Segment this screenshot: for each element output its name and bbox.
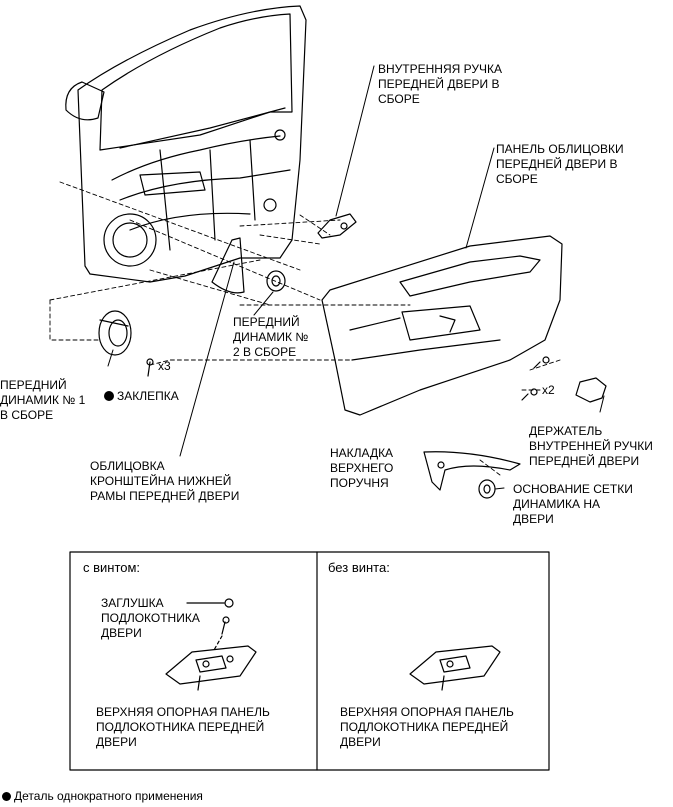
label-speaker-1: ПЕРЕДНИЙ ДИНАМИК № 1 В СБОРЕ [0,378,86,422]
lower-frame-cover-part [211,237,245,294]
label-handle-bezel: ДЕРЖАТЕЛЬ ВНУТРЕННЕЙ РУЧКИ ПЕРЕДНЕЙ ДВЕР… [529,424,653,468]
door-trim-panel [321,235,563,416]
label-x2: x2 [542,383,555,397]
door-frame [65,5,307,283]
label-right-armrest-panel: ВЕРХНЯЯ ОПОРНАЯ ПАНЕЛЬ ПОДЛОКОТНИКА ПЕРЕ… [340,705,514,749]
label-left-armrest-panel: ВЕРХНЯЯ ОПОРНАЯ ПАНЕЛЬ ПОДЛОКОТНИКА ПЕРЕ… [96,705,270,749]
callout-lines [107,65,605,490]
speaker-2-part [266,270,286,292]
screw-parts [521,356,550,401]
box-left-title: с винтом: [83,560,141,575]
handle-bezel-part [575,377,607,403]
dashed-alignment-lines [49,181,561,476]
label-speaker-grille-base: ОСНОВАНИЕ СЕТКИ ДИНАМИКА НА ДВЕРИ [513,482,633,526]
label-lower-frame-cover: ОБЛИЦОВКА КРОНШТЕЙНА НИЖНЕЙ РАМЫ ПЕРЕДНЕ… [90,459,240,503]
right-armrest-panel-part [409,645,501,691]
label-upper-armrest-cover: НАКЛАДКА ВЕРХНЕГО ПОРУЧНЯ [330,446,394,490]
inner-handle-part [317,213,357,239]
label-armrest-plug: ЗАГЛУШКА ПОДЛОКОТНИКА ДВЕРИ [101,596,200,640]
left-armrest-panel-part [165,645,257,691]
label-inner-handle: ВНУТРЕННЯЯ РУЧКА ПЕРЕДНЕЙ ДВЕРИ В СБОРЕ [378,62,502,106]
label-trim-panel: ПАНЕЛЬ ОБЛИЦОВКИ ПЕРЕДНЕЙ ДВЕРИ В СБОРЕ [496,142,624,186]
armrest-plug-part [186,598,234,651]
bullet-icon [2,792,11,801]
variant-box [69,551,550,771]
legend: Деталь однократного применения [2,789,203,804]
label-speaker-2: ПЕРЕДНИЙ ДИНАМИК № 2 В СБОРЕ [233,315,309,359]
label-rivet: ЗАКЛЕПКА [117,389,179,403]
label-x3: x3 [158,359,171,373]
rivet-bullet-icon [104,391,114,401]
speaker-1-part [98,310,132,356]
speaker-grille-base-part [478,479,496,499]
rivet-parts [146,358,154,377]
box-right-title: без винта: [328,560,390,575]
upper-armrest-cover-part [423,451,521,491]
legend-text: Деталь однократного применения [14,789,203,803]
